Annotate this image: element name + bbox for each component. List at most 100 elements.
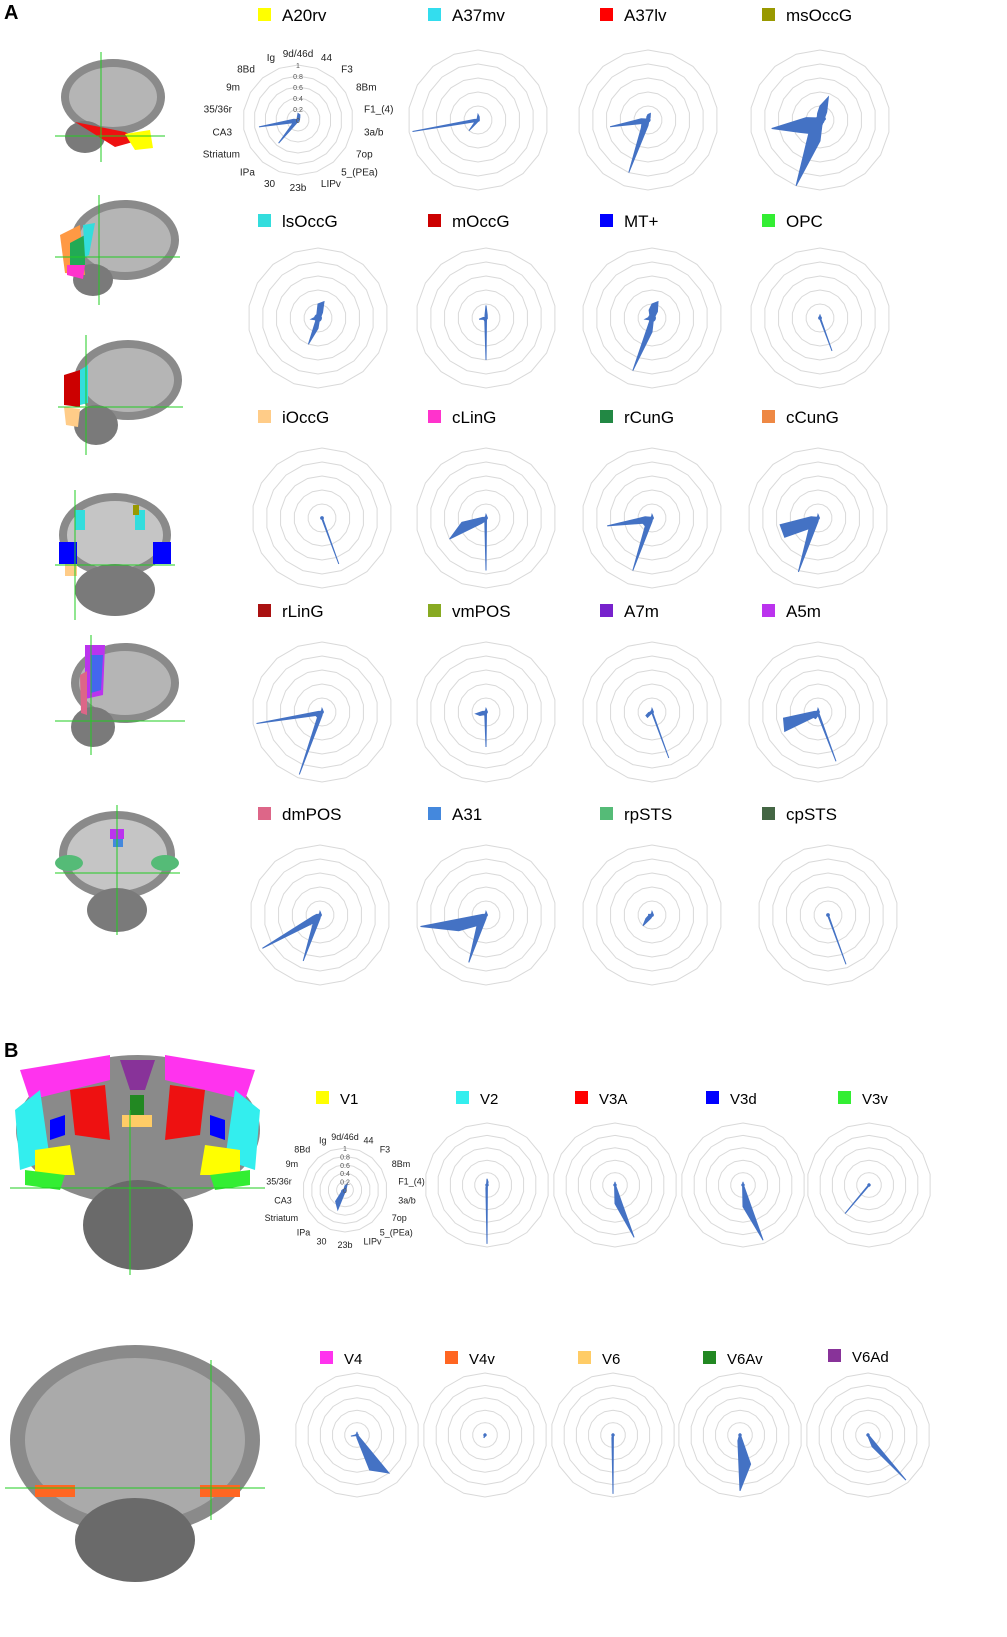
grid-ring-v6av — [678, 1372, 802, 1498]
grid-ring-moccg — [471, 303, 501, 333]
grid-ring-a37mv — [436, 77, 520, 163]
grid-ring-v1 — [303, 1147, 387, 1233]
grid-ring-cpsts — [786, 872, 870, 958]
brain-sagittal-image-3 — [58, 335, 183, 455]
brain-coronal-image-b2 — [5, 1345, 265, 1582]
radial-tick-label: 0.4 — [340, 1171, 350, 1178]
grid-ring-v4 — [332, 1409, 382, 1461]
legend-label-v6ad: V6Ad — [852, 1349, 889, 1366]
grid-ring-vmpos — [430, 655, 542, 769]
series-ioccg — [320, 516, 340, 565]
legend-swatch-v4 — [320, 1351, 333, 1364]
legend-swatch-rling — [258, 604, 271, 617]
grid-ring-v1 — [336, 1181, 354, 1199]
grid-ring-v6ad — [855, 1422, 881, 1448]
grid-ring-v4 — [295, 1372, 419, 1498]
grid-ring-ccung — [762, 461, 874, 575]
grid-ring-mt- — [582, 247, 722, 389]
grid-ring-v4 — [319, 1397, 395, 1473]
grid-ring-rling — [266, 655, 378, 769]
axis-label: 5_(PEa) — [341, 167, 378, 178]
grid-ring-v6av — [715, 1409, 765, 1461]
grid-ring-ccung — [789, 489, 847, 547]
grid-ring-v1 — [328, 1172, 362, 1208]
grid-ring-lsoccg — [248, 247, 388, 389]
grid-ring-v1 — [311, 1155, 379, 1225]
legend-swatch-rcung — [600, 410, 613, 423]
axis-label: 23b — [337, 1240, 352, 1250]
grid-ring-dmpos — [250, 844, 390, 986]
legend-label-rcung: rCunG — [624, 408, 674, 427]
series-msoccg — [771, 95, 830, 187]
grid-ring-lsoccg — [276, 275, 360, 361]
grid-ring-mt- — [637, 303, 667, 333]
grid-ring-a31 — [430, 858, 542, 972]
radial-tick-label: 0.2 — [293, 107, 303, 114]
axis-label: 9m — [226, 83, 240, 94]
series-v3v — [844, 1183, 871, 1214]
grid-ring-v2 — [425, 1122, 549, 1248]
grid-ring-msoccg — [750, 49, 890, 191]
grid-ring-mt- — [610, 275, 694, 361]
legend-swatch-moccg — [428, 214, 441, 227]
grid-ring-v4v — [460, 1409, 510, 1461]
series-v2 — [485, 1178, 489, 1244]
grid-ring-v4v — [472, 1422, 498, 1448]
legend-swatch-a7m — [600, 604, 613, 617]
legend-label-v6: V6 — [602, 1351, 620, 1368]
series-v6 — [611, 1433, 615, 1494]
grid-ring-v6av — [690, 1384, 790, 1486]
grid-ring-dmpos — [291, 886, 349, 944]
grid-ring-a20rv — [286, 108, 310, 132]
grid-ring-cpsts — [799, 886, 857, 944]
grid-ring-rling — [293, 683, 351, 741]
legend-swatch-v3d — [706, 1091, 719, 1104]
axis-label: 9d/46d — [331, 1132, 359, 1142]
axis-label: 35/36r — [204, 104, 233, 115]
grid-ring-a37mv — [408, 49, 548, 191]
grid-ring-v3v — [819, 1134, 919, 1236]
grid-ring-opc — [764, 261, 876, 375]
grid-ring-v3v — [844, 1159, 894, 1211]
series-v6ad — [866, 1433, 907, 1481]
grid-ring-ioccg — [252, 447, 392, 589]
grid-ring-v3v — [856, 1172, 882, 1198]
legend-swatch-a5m — [762, 604, 775, 617]
grid-ring-v6av — [727, 1422, 753, 1448]
grid-ring-opc — [750, 247, 890, 389]
grid-ring-a20rv — [275, 97, 321, 143]
axis-label: 3a/b — [364, 128, 384, 139]
radial-tick-label: 0 — [343, 1188, 347, 1195]
grid-ring-v6 — [575, 1397, 651, 1473]
panel-label-b: B — [4, 1040, 19, 1062]
legend-label-a37mv: A37mv — [452, 6, 505, 25]
series-vmpos — [474, 706, 488, 748]
grid-ring-a37mv — [422, 63, 534, 177]
grid-ring-ccung — [776, 475, 860, 561]
legend-label-a5m: A5m — [786, 602, 821, 621]
grid-ring-v6 — [600, 1422, 626, 1448]
legend-swatch-v4v — [445, 1351, 458, 1364]
axis-label: 9m — [286, 1159, 299, 1169]
legend-label-a20rv: A20rv — [282, 6, 327, 25]
grid-ring-cpsts — [772, 858, 884, 972]
grid-ring-opc — [805, 303, 835, 333]
grid-ring-ccung — [803, 503, 833, 533]
axis-label: 8Bd — [294, 1145, 310, 1155]
radial-tick-label: 0.6 — [340, 1163, 350, 1170]
grid-ring-moccg — [416, 247, 556, 389]
grid-ring-v6 — [588, 1409, 638, 1461]
legend-label-v3v: V3v — [862, 1091, 888, 1108]
series-a20rv — [258, 112, 301, 144]
grid-ring-ioccg — [293, 489, 351, 547]
legend-label-cpsts: cpSTS — [786, 805, 837, 824]
legend-label-v3d: V3d — [730, 1091, 757, 1108]
grid-ring-v3a — [590, 1159, 640, 1211]
legend-label-v1: V1 — [340, 1091, 358, 1108]
grid-ring-rling — [280, 669, 364, 755]
series-a31 — [420, 909, 488, 963]
grid-ring-v6ad — [818, 1384, 918, 1486]
radial-tick-label: 0.8 — [340, 1154, 350, 1161]
axis-label: 44 — [321, 53, 333, 64]
legend-label-v3a: V3A — [599, 1091, 627, 1108]
